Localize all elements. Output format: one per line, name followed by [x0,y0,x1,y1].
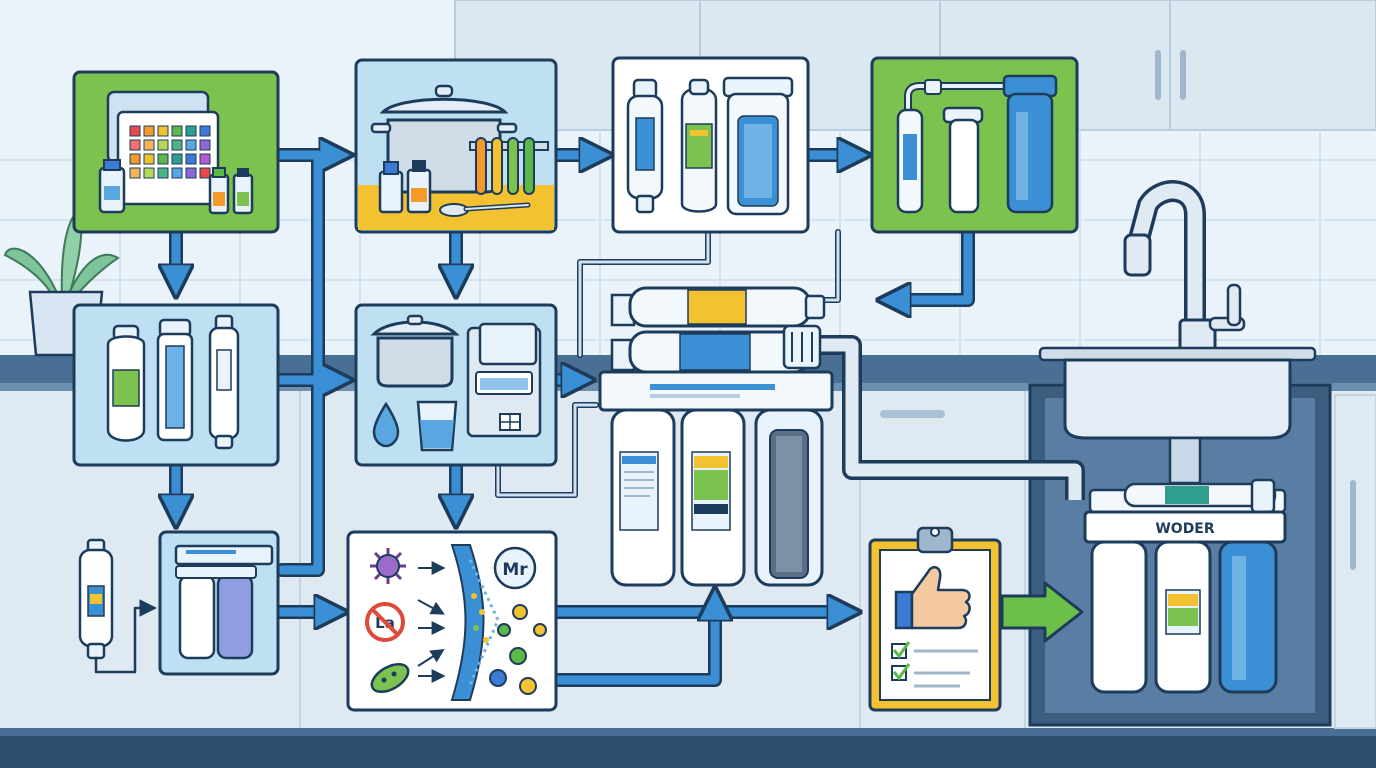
panel-contaminant-removal: La Mr [348,532,556,710]
panel-filter-cartridges [613,58,808,232]
inline-filter-icon [628,80,662,212]
panel-filter-upgrade [872,58,1077,232]
panel-mini-ro-unit [160,532,278,674]
blue-housing-filter-icon [1004,76,1056,212]
panel-water-testing [74,72,278,232]
housing-filter-icon [724,78,792,214]
virus-icon [370,548,406,584]
panel-cooking-water-test [356,60,556,232]
mineral-badge: Mr [495,548,535,588]
carbon-filter-icon [108,326,144,441]
unit-brand-label: WODER [1155,521,1215,537]
glass-icon [418,402,456,450]
sediment-filter-icon [944,108,982,212]
panel-cartridge-types [74,305,278,465]
panel-water-uses [356,305,556,465]
inline-filter-icon [210,316,238,448]
mesh-filter-icon [158,320,192,440]
panel-quality-approval [870,528,1000,710]
sediment-filter-icon [682,80,716,212]
no-lead-icon: La [367,604,403,640]
inline-filter-icon [80,540,112,658]
inline-filter-icon [898,110,922,212]
mineral-symbol: Mr [502,560,528,580]
under-sink-ro-unit: WODER [1085,480,1285,692]
ice-maker-icon [468,324,540,436]
cooking-pot-icon [374,316,456,386]
